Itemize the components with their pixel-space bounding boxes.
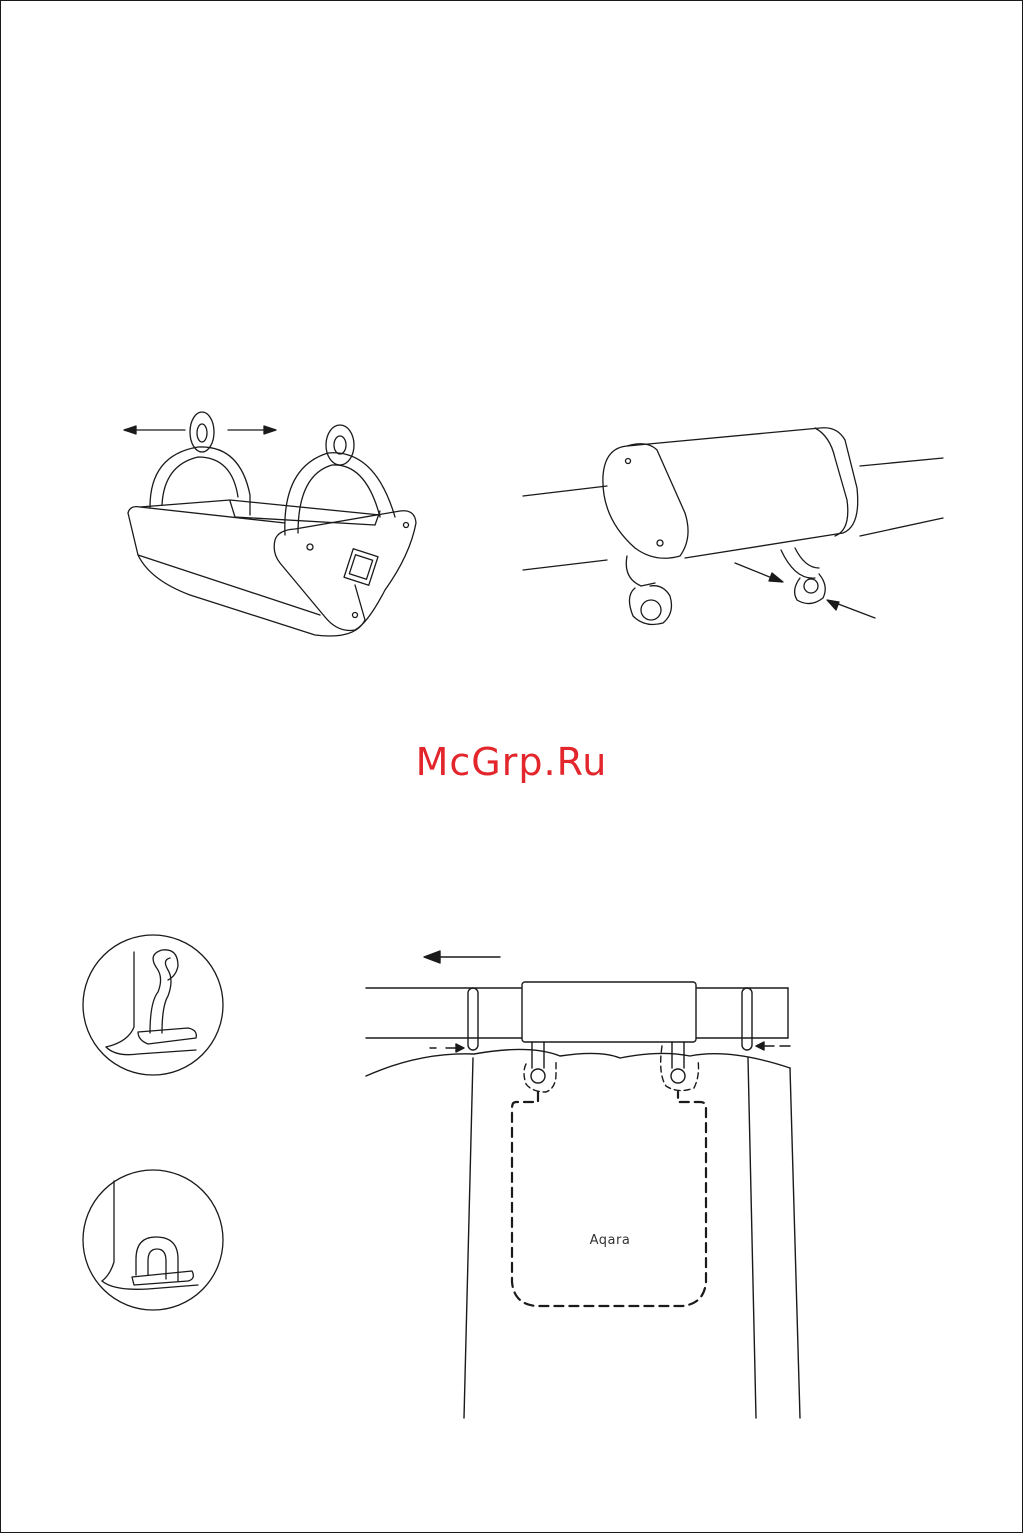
- device-brand-label: Aqara: [560, 1233, 660, 1248]
- hook-closed-icon: [78, 1167, 228, 1317]
- curtain-motor-open-icon: [110, 405, 440, 650]
- curtain-install-icon: [360, 942, 810, 1422]
- hook-open-icon: [78, 932, 228, 1082]
- curtain-motor-mounted-icon: [515, 418, 955, 633]
- watermark-text: McGrp.Ru: [0, 740, 1023, 784]
